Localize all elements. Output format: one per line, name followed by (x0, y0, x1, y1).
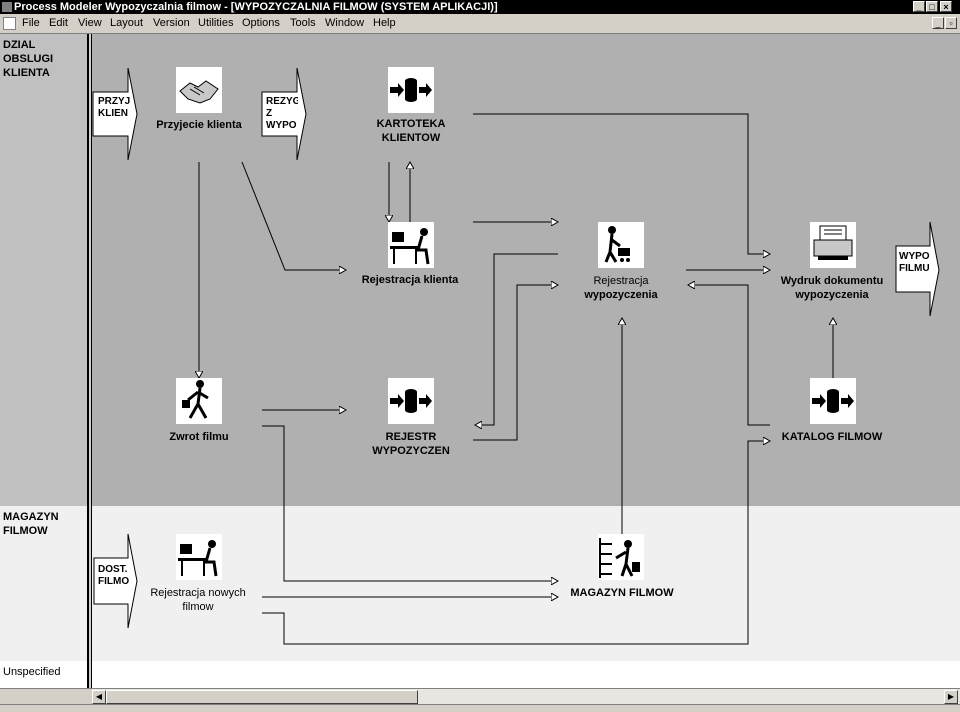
desk-worker-icon[interactable] (176, 534, 222, 580)
menu-window[interactable]: Window (325, 17, 365, 29)
menu-edit[interactable]: Edit (49, 17, 68, 29)
menu-version[interactable]: Version (153, 17, 190, 29)
shelf-worker-icon[interactable] (598, 534, 644, 580)
datastore-icon[interactable] (810, 378, 856, 424)
external-wypo-shape (895, 221, 940, 317)
node-zwrot-filmu[interactable]: Zwrot filmu (169, 431, 229, 443)
lane-header-divider[interactable] (88, 34, 92, 688)
external-dost-label[interactable]: DOST.FILMO (98, 564, 130, 587)
datastore-icon[interactable] (388, 378, 434, 424)
scroll-right-icon[interactable]: ▶ (944, 690, 958, 704)
node-rejestracja-klienta[interactable]: Rejestracja klienta (361, 274, 459, 286)
desk-worker-icon[interactable] (388, 222, 434, 268)
swimlane-magazyn[interactable]: MAGAZYN FILMOW (0, 506, 960, 662)
flow-lines (92, 67, 940, 645)
horizontal-scrollbar[interactable]: ◀ ▶ (92, 688, 960, 705)
window-title: Process Modeler Wypozyczalnia filmow - [… (14, 1, 498, 13)
swimlane-label: MAGAZYN FILMOW (0, 506, 88, 661)
node-katalog-filmow[interactable]: KATALOG FILMOW (781, 431, 883, 443)
swimlane-label: Unspecified (0, 661, 88, 688)
menu-file[interactable]: File (22, 17, 40, 29)
node-przyjecie-klienta[interactable]: Przyjecie klienta (156, 119, 242, 131)
printer-icon[interactable] (810, 222, 856, 268)
lane-header-footer (0, 688, 92, 705)
menu-utilities[interactable]: Utilities (198, 17, 234, 29)
close-button[interactable]: × (940, 1, 952, 12)
diagram-canvas[interactable]: DZIAL OBSLUGI KLIENTA MAGAZYN FILMOW Uns… (0, 34, 960, 688)
menu-view[interactable]: View (78, 17, 102, 29)
mdi-minimize-button[interactable]: _ (932, 17, 944, 29)
menu-layout[interactable]: Layout (110, 17, 144, 29)
node-magazyn-filmow[interactable]: MAGAZYN FILMOW (570, 587, 674, 599)
scrollbar-thumb[interactable] (106, 690, 418, 704)
swimlane-unspecified[interactable]: Unspecified (0, 661, 960, 688)
swimlane-label: DZIAL OBSLUGI KLIENTA (0, 34, 88, 506)
menu-tools[interactable]: Tools (290, 17, 316, 29)
menu-bar: File Edit View Layout Version Utilities … (0, 14, 960, 34)
document-icon[interactable] (3, 17, 16, 30)
menu-options[interactable]: Options (242, 17, 280, 29)
minimize-button[interactable]: _ (913, 1, 925, 12)
app-icon (2, 2, 12, 12)
title-bar: Process Modeler Wypozyczalnia filmow - [… (0, 0, 960, 14)
walking-person-icon[interactable] (176, 378, 222, 424)
handshake-icon[interactable] (176, 67, 222, 113)
external-rezyg-shape (261, 67, 307, 161)
scroll-left-icon[interactable]: ◀ (92, 690, 106, 704)
external-przyj-shape (92, 67, 138, 161)
external-dost-shape (93, 533, 138, 629)
cart-worker-icon[interactable] (598, 222, 644, 268)
datastore-icon[interactable] (388, 67, 434, 113)
status-bar (0, 704, 960, 712)
maximize-button[interactable]: □ (926, 1, 938, 12)
menu-help[interactable]: Help (373, 17, 396, 29)
mdi-restore-button[interactable]: ▫ (945, 17, 957, 29)
